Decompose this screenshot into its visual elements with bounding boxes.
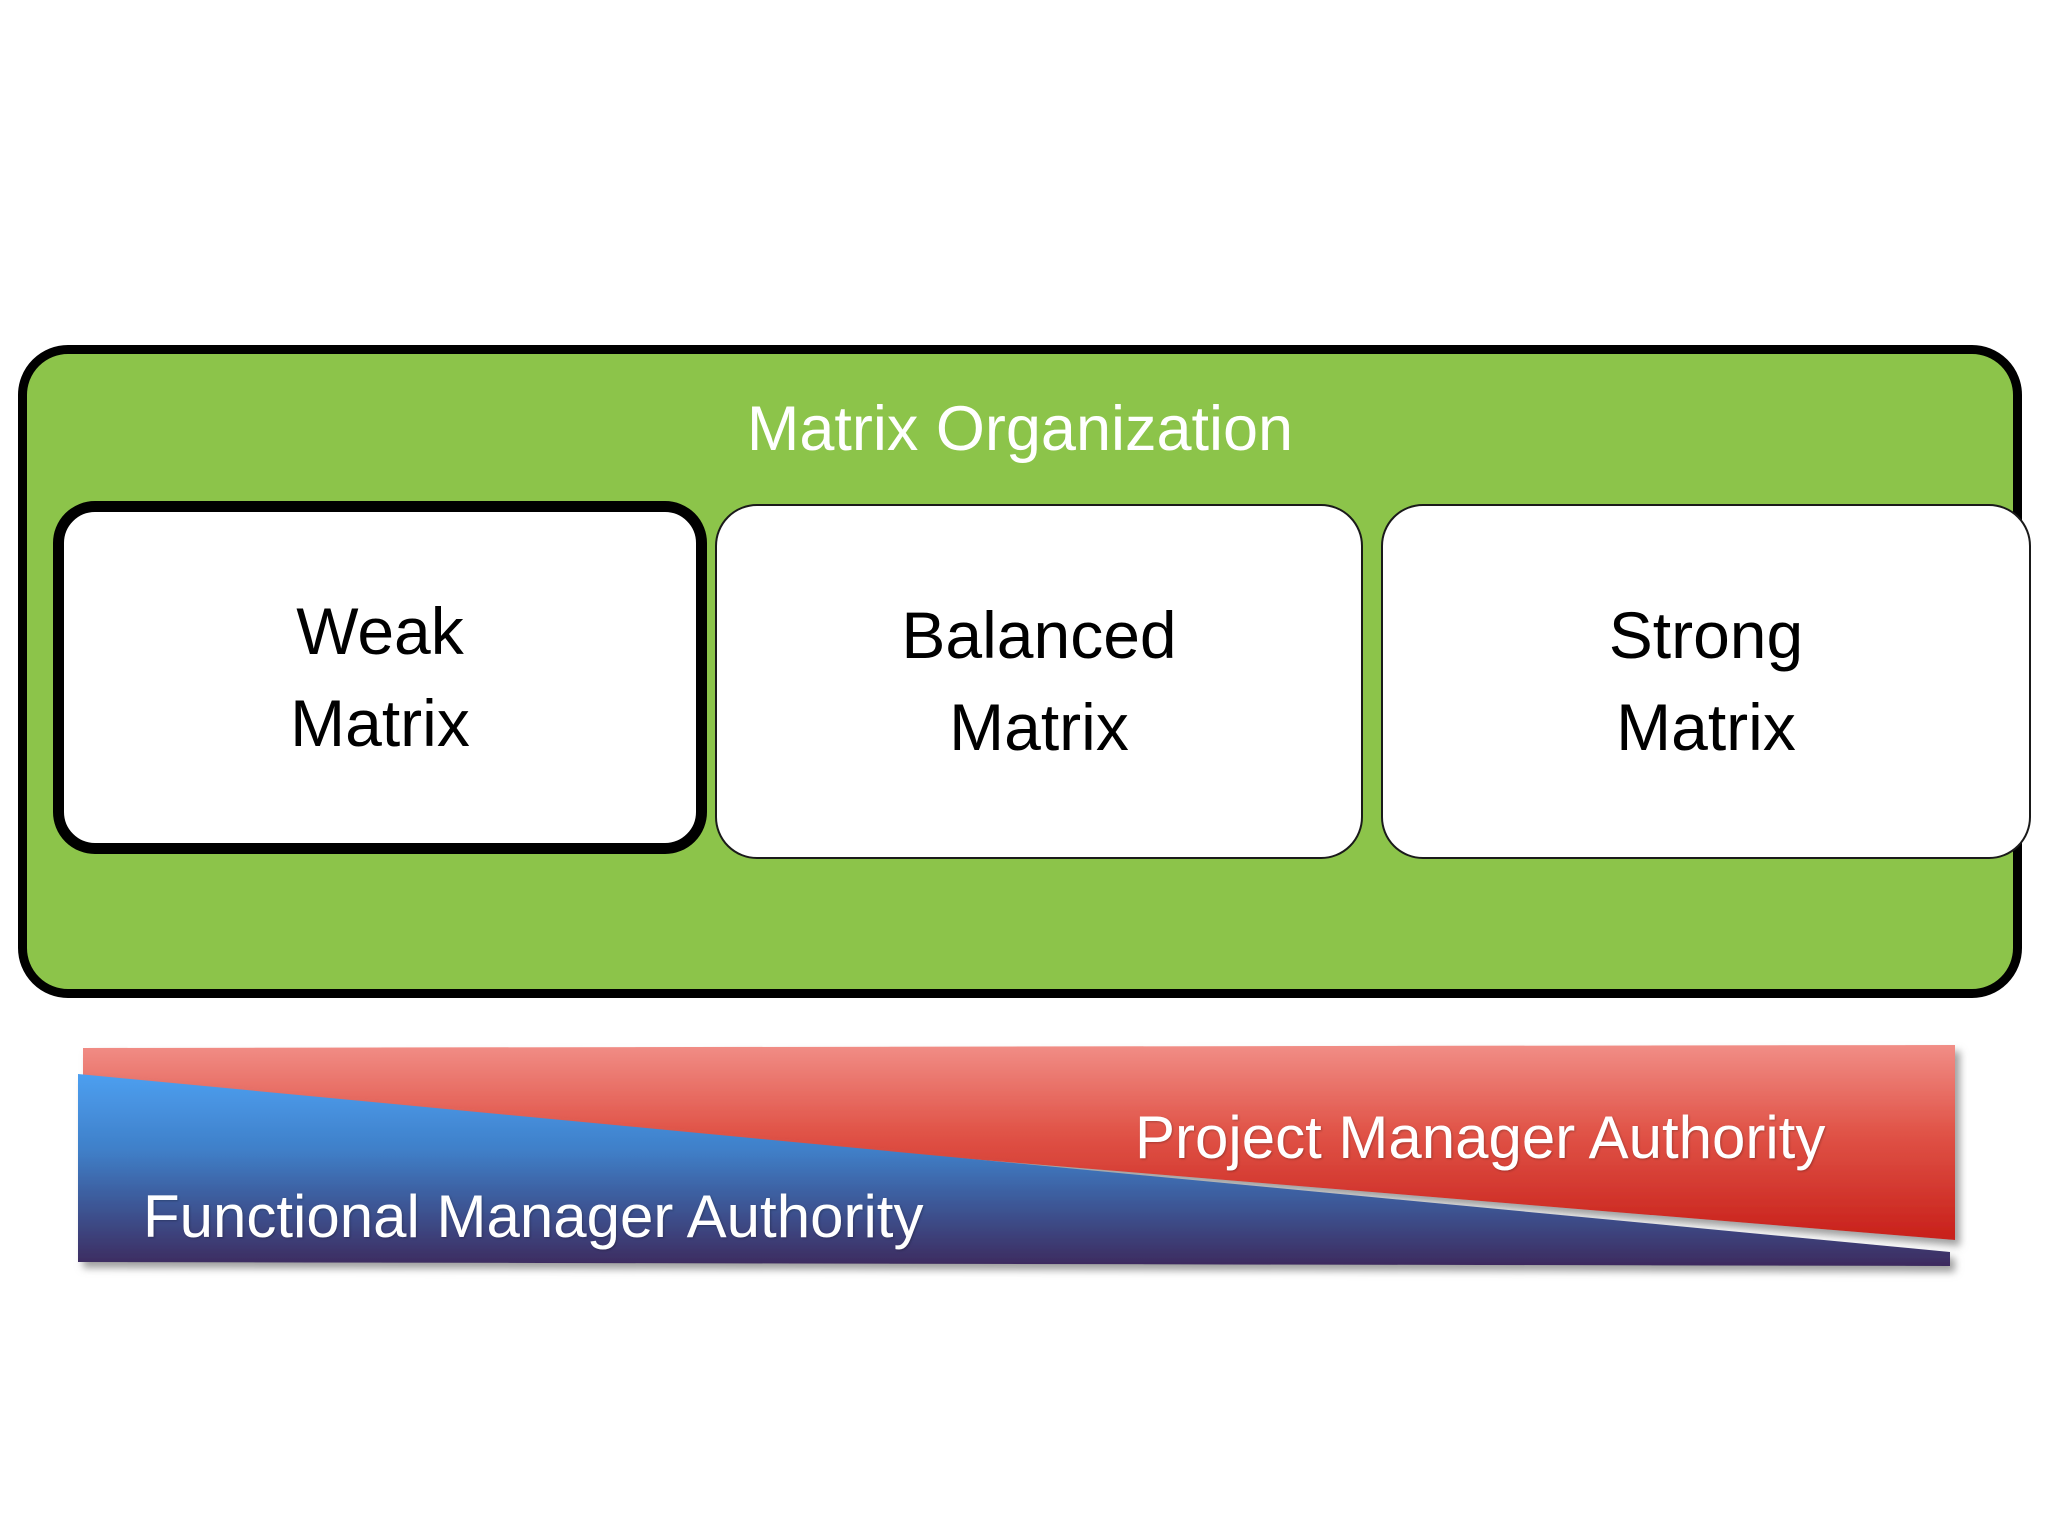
functional-manager-authority-label: Functional Manager Authority: [143, 1183, 924, 1250]
authority-wedges-svg: [78, 1045, 1955, 1266]
project-manager-authority-label: Project Manager Authority: [1135, 1104, 1826, 1171]
matrix-organization-title: Matrix Organization: [746, 394, 1294, 464]
matrix-box-balanced-line2: Matrix: [949, 689, 1129, 764]
authority-gradient-bars: [0, 1020, 2048, 1320]
matrix-organization-container: Matrix Organization Weak Matrix Balanced…: [18, 345, 2031, 998]
functional-manager-authority-wedge: [78, 1074, 1950, 1266]
matrix-box-strong-line2: Matrix: [1616, 689, 1796, 764]
project-manager-authority-wedge: [83, 1045, 1955, 1240]
matrix-box-balanced[interactable]: Balanced Matrix: [715, 504, 1363, 859]
matrix-box-weak-line1: Weak: [296, 594, 464, 669]
matrix-box-strong[interactable]: Strong Matrix: [1381, 504, 2031, 859]
matrix-box-strong-line1: Strong: [1608, 598, 1804, 673]
matrix-box-balanced-line1: Balanced: [901, 598, 1177, 673]
matrix-box-weak-line2: Matrix: [290, 685, 470, 760]
matrix-box-weak[interactable]: Weak Matrix: [53, 501, 707, 854]
